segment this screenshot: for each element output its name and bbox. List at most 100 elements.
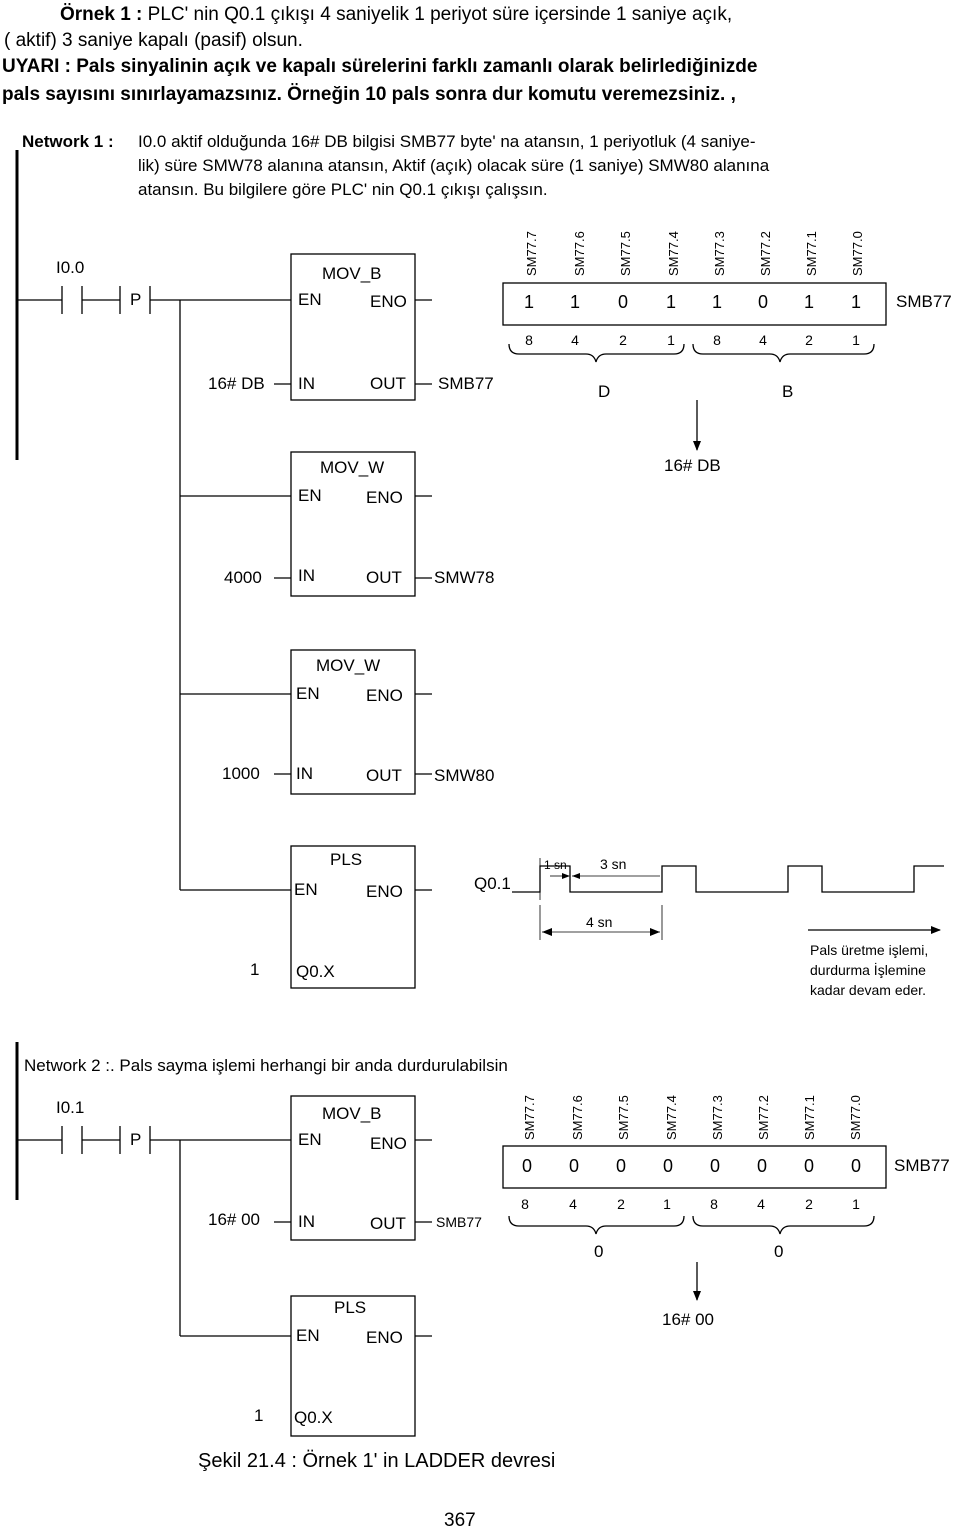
network2-header: Network 2 :. Pals sayma işlemi herhangi …	[24, 1056, 508, 1076]
pulse-note-3: kadar devam eder.	[810, 982, 926, 998]
contact-i0-1-label: I0.1	[56, 1098, 85, 1117]
bit-weight: 8	[521, 1196, 529, 1212]
nibble-high-hex: D	[598, 382, 611, 401]
network1-desc-1: I0.0 aktif olduğunda 16# DB bilgisi SMB7…	[138, 132, 756, 151]
network1-desc-2: lik) süre SMW78 alanına atansın, Aktif (…	[138, 156, 770, 175]
sm-bit-header: SM77.1	[802, 1095, 817, 1140]
mov-b2-eno: ENO	[370, 1134, 407, 1153]
mov-b-eno: ENO	[370, 292, 407, 311]
sm-bit-header: SM77.0	[850, 231, 865, 276]
bit-value: 0	[568, 1156, 579, 1176]
pls2-eno: ENO	[366, 1328, 403, 1347]
bit-value: 0	[617, 292, 628, 312]
bit-weight: 1	[852, 1196, 860, 1212]
mov-b-out: OUT	[370, 374, 406, 393]
bit-value: 1	[569, 292, 580, 312]
smb77-label: SMB77	[896, 292, 952, 311]
sm-bit-header: SM77.2	[758, 231, 773, 276]
bit-value: 0	[521, 1156, 532, 1176]
pulse-off-time: 3 sn	[600, 856, 627, 872]
mov-w2-out: OUT	[366, 766, 402, 785]
sm-bit-header: SM77.1	[804, 231, 819, 276]
bit-value: 1	[523, 292, 534, 312]
pls1-en: EN	[294, 880, 318, 899]
edge-p-label-2: P	[130, 1130, 142, 1149]
sm-bit-header: SM77.6	[572, 231, 587, 276]
sm-bit-header: SM77.7	[522, 1095, 537, 1140]
example-label: Örnek 1 :	[60, 4, 143, 25]
pls1-q-input: Q0.X	[296, 962, 335, 981]
mov-b2-out-value: SMB77	[436, 1214, 482, 1230]
bit-weight: 4	[757, 1196, 765, 1212]
mov-b2-title: MOV_B	[322, 1104, 382, 1123]
bit-weight: 1	[667, 332, 675, 348]
mov-w2-en: EN	[296, 684, 320, 703]
example-line-2: ( aktif) 3 saniye kapalı (pasif) olsun.	[4, 30, 303, 51]
pulse-note-2: durdurma İşlemine	[810, 962, 926, 978]
sm-bit-header: SM77.3	[710, 1095, 725, 1140]
pls1-eno: ENO	[366, 882, 403, 901]
page-number: 367	[444, 1510, 476, 1531]
bit-weight: 1	[663, 1196, 671, 1212]
network1-desc-3: atansın. Bu bilgilere göre PLC' nin Q0.1…	[138, 180, 548, 199]
mov-b-title: MOV_B	[322, 264, 382, 283]
network2-desc: . Pals sayma işlemi herhangi bir anda du…	[109, 1056, 508, 1075]
bit-value: 0	[803, 1156, 814, 1176]
mov-w1-eno: ENO	[366, 488, 403, 507]
mov-b-out-value: SMB77	[438, 374, 494, 393]
pulse-period: 4 sn	[586, 914, 613, 930]
warning-line-2: pals sayısını sınırlayamazsınız. Örneğin…	[2, 84, 736, 105]
nibble-low-hex: B	[782, 382, 794, 401]
mov-b2-out: OUT	[370, 1214, 406, 1233]
bit-value: 0	[756, 1156, 767, 1176]
smb77-label-2: SMB77	[894, 1156, 950, 1175]
pls2-q-value: 1	[254, 1406, 264, 1425]
pulse-output-label: Q0.1	[474, 874, 511, 893]
bit-value: 0	[615, 1156, 626, 1176]
bit-weight: 8	[525, 332, 533, 348]
figure-caption: Şekil 21.4 : Örnek 1' in LADDER devresi	[198, 1450, 556, 1472]
mov-w1-en: EN	[298, 486, 322, 505]
sm-bit-header: SM77.5	[616, 1095, 631, 1140]
mov-w2-in-value: 1000	[222, 764, 260, 783]
mov-w2-eno: ENO	[366, 686, 403, 705]
pulse-on-time: 1 sn	[544, 858, 567, 872]
pulse-note-1: Pals üretme işlemi,	[810, 942, 929, 958]
sm-bit-header: SM77.2	[756, 1095, 771, 1140]
sm-bit-header: SM77.3	[712, 231, 727, 276]
contact-i0-0-label: I0.0	[56, 258, 85, 277]
sm-bit-header: SM77.7	[524, 231, 539, 276]
mov-w1-out-value: SMW78	[434, 568, 495, 587]
mov-w2-title: MOV_W	[316, 656, 381, 675]
bit-value: 0	[709, 1156, 720, 1176]
bit-weight: 8	[713, 332, 721, 348]
nibble-high-hex-2: 0	[594, 1242, 604, 1261]
pls1-q-value: 1	[250, 960, 260, 979]
bit-weight: 2	[617, 1196, 625, 1212]
mov-b-in-value: 16# DB	[208, 374, 265, 393]
bit-weight: 8	[710, 1196, 718, 1212]
bit-weight: 1	[852, 332, 860, 348]
sm-bit-header: SM77.5	[618, 231, 633, 276]
bit-weight: 2	[805, 332, 813, 348]
sm-bit-header: SM77.4	[666, 231, 681, 276]
mov-b-en: EN	[298, 290, 322, 309]
warning-line-1: UYARI : Pals sinyalinin açık ve kapalı s…	[2, 56, 758, 77]
bit-weight: 2	[619, 332, 627, 348]
mov-w1-out: OUT	[366, 568, 402, 587]
nibble-low-hex-2: 0	[774, 1242, 784, 1261]
hex-result: 16# DB	[664, 456, 721, 475]
network2-title: Network 2 :	[24, 1056, 110, 1075]
edge-p-label: P	[130, 290, 142, 309]
example-title: Örnek 1 : PLC' nin Q0.1 çıkışı 4 saniyel…	[60, 2, 732, 28]
pls1-title: PLS	[330, 850, 363, 869]
pls2-title: PLS	[334, 1298, 367, 1317]
mov-w1-in: IN	[298, 566, 315, 585]
bit-weight: 4	[569, 1196, 577, 1212]
bit-weight: 2	[805, 1196, 813, 1212]
hex-result-2: 16# 00	[662, 1310, 714, 1329]
mov-b2-in: IN	[298, 1212, 315, 1231]
mov-w1-title: MOV_W	[320, 458, 385, 477]
bit-value: 1	[803, 292, 814, 312]
